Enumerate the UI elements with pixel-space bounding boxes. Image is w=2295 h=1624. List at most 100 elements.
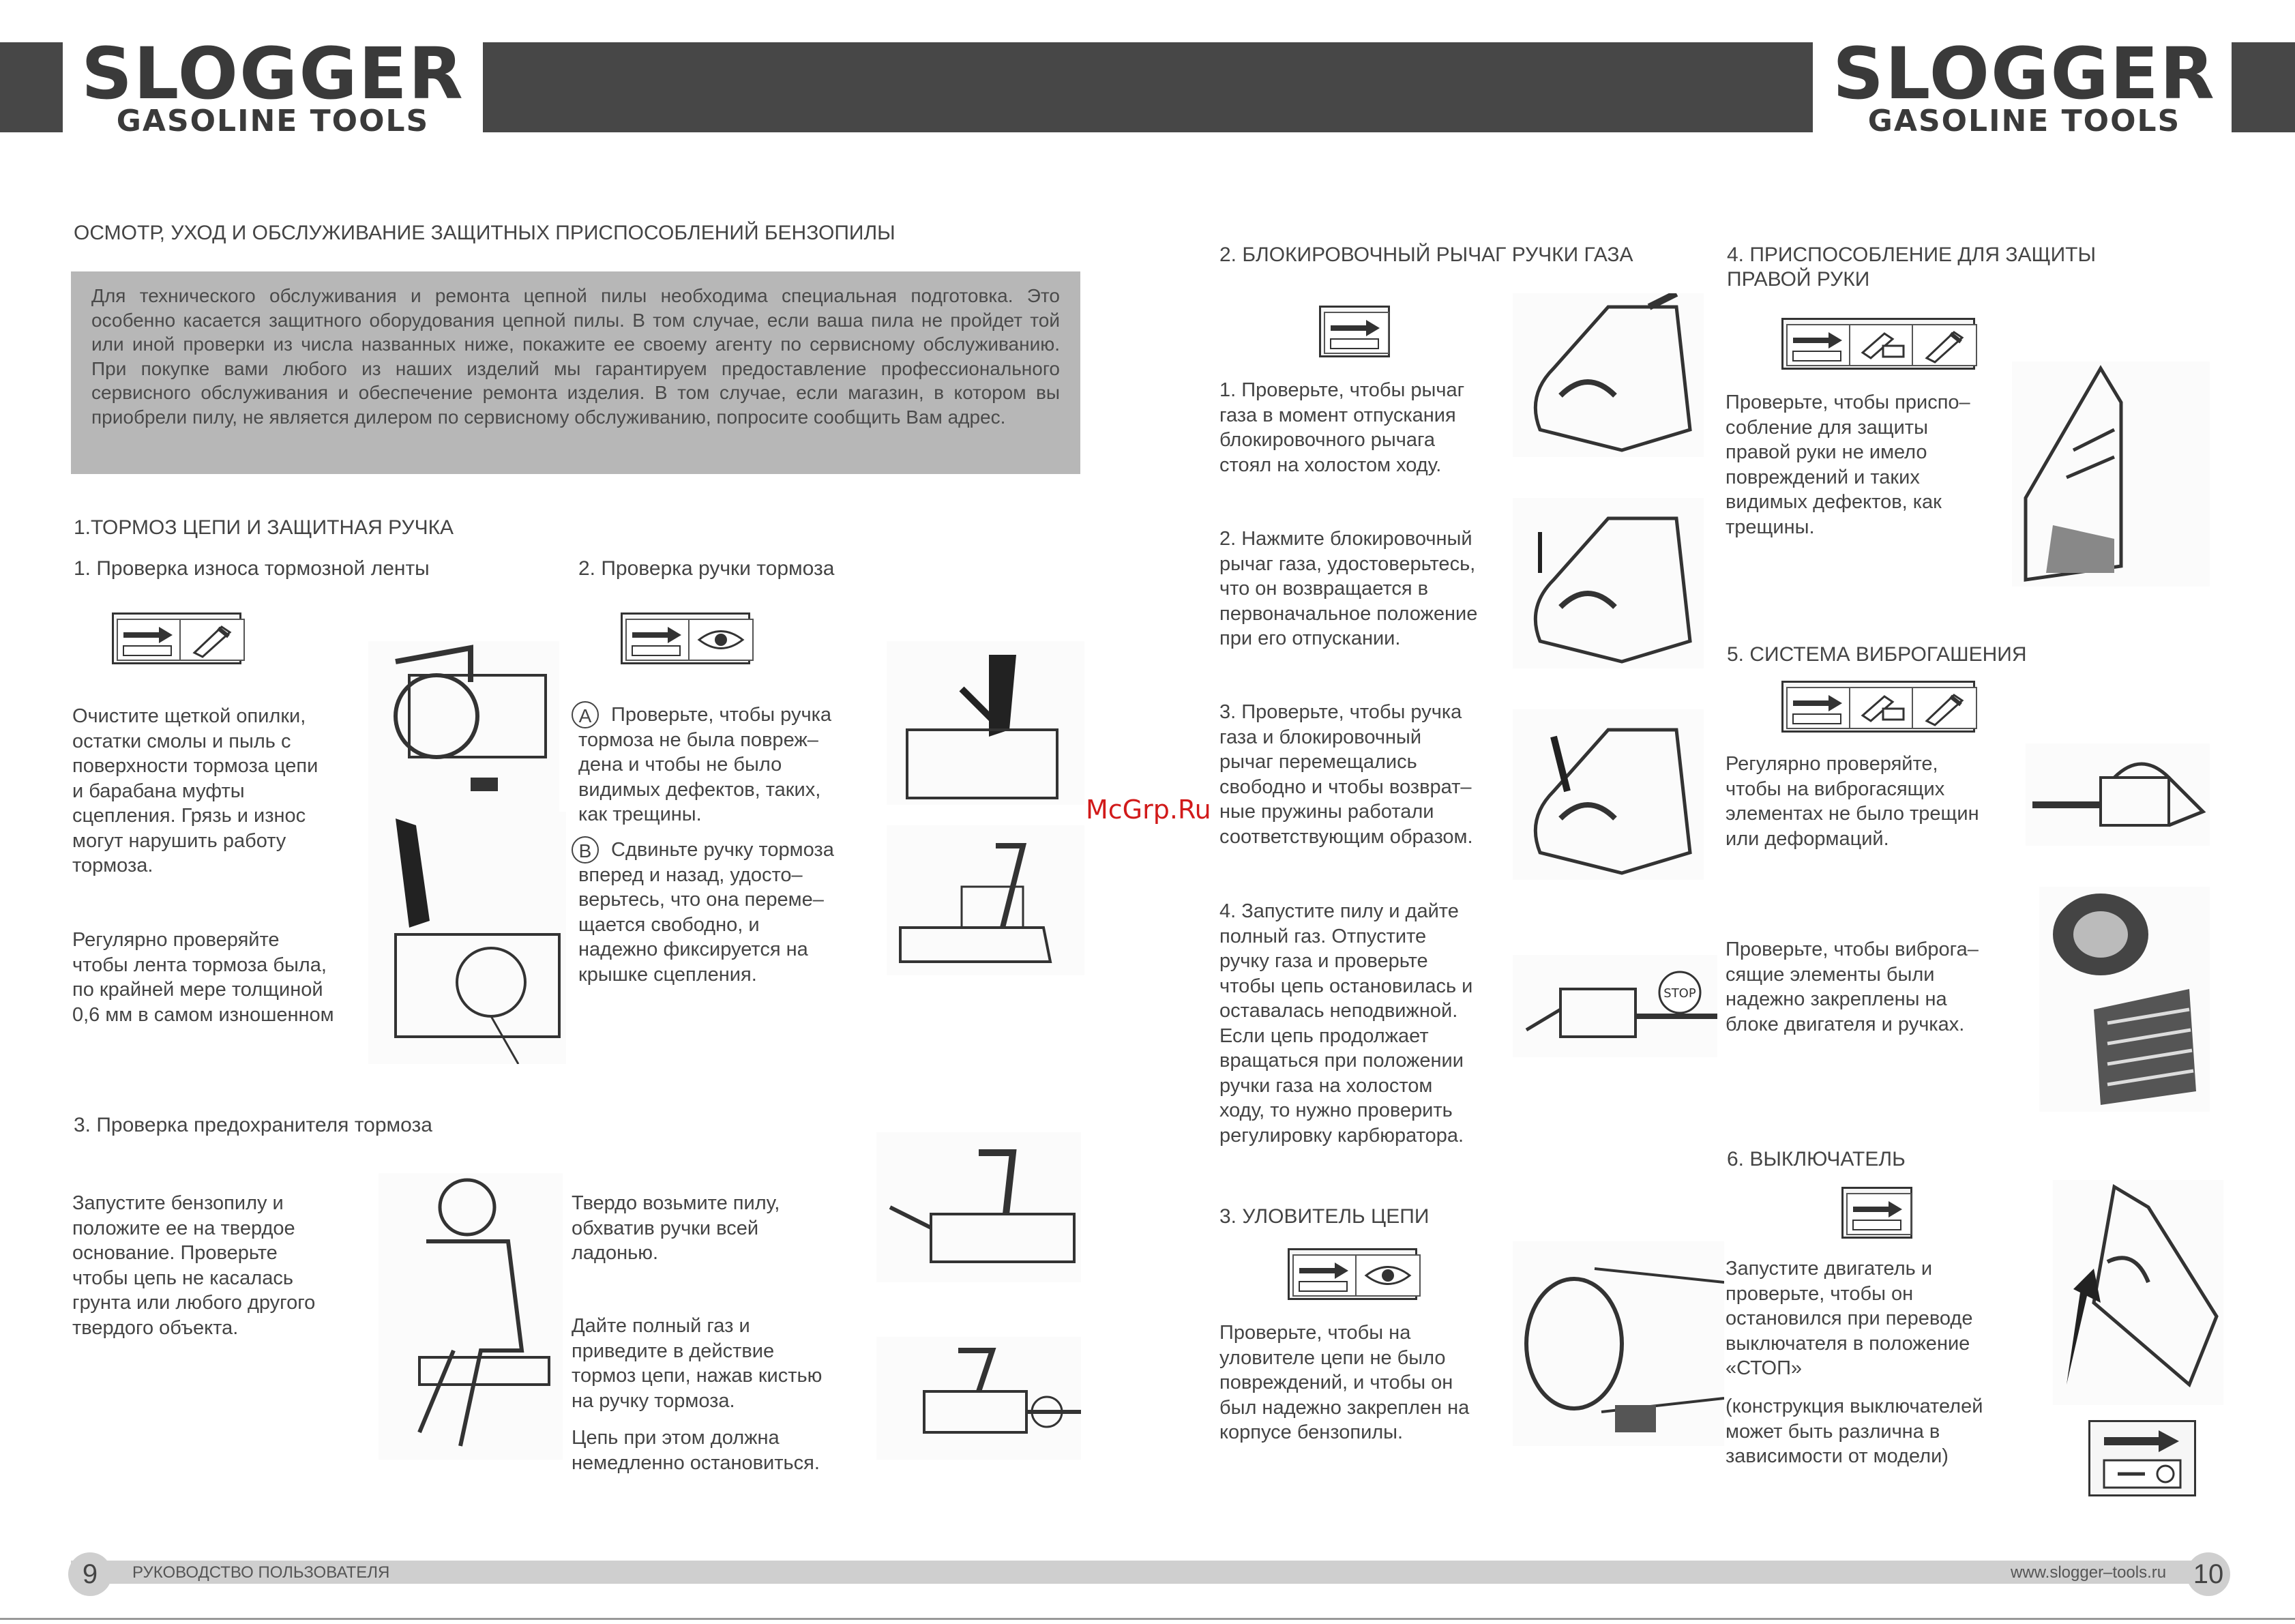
footer-bar <box>71 1561 2199 1584</box>
text-line: ные пружины работали <box>1219 801 1434 823</box>
tools-icon <box>1849 687 1914 729</box>
brush-icon <box>1912 687 1977 729</box>
text-line: немедленно остановиться. <box>572 1451 820 1474</box>
text-line: сцепления. Грязь и износ <box>72 805 306 827</box>
section-title-vibration: 5. СИСТЕМА ВИБРОГАШЕНИЯ <box>1727 643 2027 666</box>
text-line: ладонью. <box>572 1242 659 1264</box>
text-line: чтобы на виброгасящих <box>1726 778 1945 800</box>
text-line: 2. Нажмите блокировочный <box>1219 528 1472 550</box>
text-line: сящие элементы были <box>1726 963 1935 986</box>
text-line: проверьте, чтобы он <box>1726 1282 1914 1305</box>
brake-band-illustration <box>368 641 559 825</box>
text-line: первоначальное положение <box>1219 602 1478 625</box>
text-line: стоял на холостом ходу. <box>1219 454 1442 476</box>
subsection-title-handle: 2. Проверка ручки тормоза <box>578 557 835 580</box>
text-line: видимых дефектов, как <box>1726 491 1942 513</box>
band-clean-text: Очистите щеткой опилки, остатки смолы и … <box>72 704 318 879</box>
manual-arrow-icon <box>117 619 182 661</box>
text-line: вращаться при положении <box>1219 1050 1464 1072</box>
watermark: McGrp.Ru <box>1086 795 1211 825</box>
text-line: Сдвиньте ручку тормоза <box>611 839 834 861</box>
handle-check-a-text: Проверьте, чтобы ручка тормоза не была п… <box>578 703 831 827</box>
text-line: элементах не было трещин <box>1726 803 1979 825</box>
handle-check-b-illustration <box>887 825 1084 975</box>
text-line: чтобы цепь остановилась и <box>1219 975 1473 997</box>
text-line: основание. Проверьте <box>72 1242 278 1264</box>
handle-check-a-illustration <box>887 641 1084 805</box>
subsection-title-guard: 3. Проверка предохранителя тормоза <box>74 1114 432 1136</box>
text-line: блокировочного рычага <box>1219 429 1436 451</box>
text-line: ходу, то нужно проверить <box>1219 1099 1453 1121</box>
brand-tagline: GASOLINE TOOLS <box>116 104 430 138</box>
text-line: Твердо возьмите пилу, <box>572 1192 780 1214</box>
text-line: обхватив ручки всей <box>572 1217 759 1239</box>
text-line: оставалась неподвижной. <box>1219 1000 1458 1022</box>
section-title-catcher: 3. УЛОВИТЕЛЬ ЦЕПИ <box>1219 1205 1430 1228</box>
intro-box: Для технического обслуживания и ремонта … <box>71 271 1080 474</box>
bottom-rule <box>0 1618 2295 1620</box>
text-line: дена и чтобы не было <box>578 754 782 776</box>
text-line: 1. Проверьте, чтобы рычаг <box>1219 379 1465 401</box>
header-bar-right <box>2232 42 2295 132</box>
throttle-check-2-text: 2. Нажмите блокировочный рычаг газа, удо… <box>1219 527 1477 651</box>
service-icons-vibration <box>1781 681 1977 733</box>
manual-arrow-icon <box>1292 1254 1358 1297</box>
manual-arrow-icon <box>1324 312 1389 354</box>
text-line: был надежно закреплен на <box>1219 1396 1470 1419</box>
subsection-title-band: 1. Проверка износа тормозной ленты <box>74 557 430 580</box>
text-line: 4. ПРИСПОСОБЛЕНИЕ ДЛЯ ЗАЩИТЫ <box>1727 243 2097 266</box>
throttle-lever-illustration-1 <box>1513 293 1704 457</box>
text-line: Очистите щеткой опилки, <box>72 705 306 727</box>
brand-logo-left: SLOGGER GASOLINE TOOLS <box>68 32 477 138</box>
section-title-brake: 1.ТОРМОЗ ЦЕПИ И ЗАЩИТНАЯ РУЧКА <box>74 516 454 539</box>
text-line: «СТОП» <box>1726 1357 1803 1379</box>
text-line: что он возвращается в <box>1219 578 1429 600</box>
text-line: собление для защиты <box>1726 416 1928 439</box>
text-line: щается свободно, и <box>578 913 760 936</box>
hand-guard-illustration <box>2012 361 2210 587</box>
text-line: Запустите бензопилу и <box>72 1192 284 1214</box>
text-line: трещины. <box>1726 516 1815 538</box>
header-bar-left <box>0 42 63 132</box>
footer-manual-label: РУКОВОДСТВО ПОЛЬЗОВАТЕЛЯ <box>132 1563 390 1582</box>
page-number-right: 10 <box>2187 1552 2230 1596</box>
text-line: по крайней мере толщиной <box>72 979 323 1001</box>
text-line: 4. Запустите пилу и дайте <box>1219 900 1459 922</box>
service-icons-band <box>112 612 245 664</box>
text-line: крышке сцепления. <box>578 963 757 986</box>
service-icons-switch <box>1841 1187 1912 1239</box>
brush-icon <box>1912 324 1977 366</box>
switch-illustration <box>2053 1180 2223 1405</box>
brand-name: SLOGGER <box>81 32 464 115</box>
manual-arrow-icon <box>1846 1193 1912 1235</box>
text-line: ручки газа на холостом <box>1219 1074 1433 1097</box>
throttle-lever-illustration-2 <box>1513 498 1704 668</box>
text-line: надежно закреплены на <box>1726 988 1947 1010</box>
page-number-left: 9 <box>68 1552 112 1596</box>
text-line: газа и блокировочный <box>1219 726 1422 748</box>
section-title-throttle: 2. БЛОКИРОВОЧНЫЙ РЫЧАГ РУЧКИ ГАЗА <box>1219 243 1633 266</box>
band-thickness-text: Регулярно проверяйте чтобы лента тормоза… <box>72 928 334 1027</box>
text-line: вперед и назад, удосто– <box>578 863 803 886</box>
text-line: уловителе цепи не было <box>1219 1346 1446 1369</box>
text-line: остановился при переводе <box>1726 1308 1973 1329</box>
text-line: как трещины. <box>578 803 702 825</box>
marker-b: B <box>572 836 599 863</box>
manual-arrow-icon <box>625 619 691 661</box>
text-line: остатки смолы и пыль с <box>72 730 291 752</box>
text-line: Дайте полный газ и <box>572 1315 750 1337</box>
text-line: чтобы лента тормоза была, <box>72 954 327 976</box>
text-line: газа в момент отпускания <box>1219 404 1456 426</box>
text-line: может быть различна в <box>1726 1420 1940 1443</box>
text-line: Регулярно проверяйте, <box>1726 753 1938 775</box>
text-line: верьтесь, что она переме– <box>578 889 824 911</box>
section-title-hand-guard: 4. ПРИСПОСОБЛЕНИЕ ДЛЯ ЗАЩИТЫ ПРАВОЙ РУКИ <box>1727 243 2096 292</box>
text-line: Проверьте, чтобы виброга– <box>1726 939 1979 960</box>
throttle-check-4-text: 4. Запустите пилу и дайте полный газ. От… <box>1219 899 1472 1148</box>
text-line: при его отпускании. <box>1219 628 1401 649</box>
stop-sign-label: STOP <box>1663 986 1696 1001</box>
throttle-lever-illustration-3 <box>1513 709 1704 880</box>
dampers-illustration <box>2039 887 2210 1112</box>
hand-guard-text: Проверьте, чтобы приспо– собление для за… <box>1726 390 1970 540</box>
text-line: Проверьте, чтобы приспо– <box>1726 392 1970 413</box>
